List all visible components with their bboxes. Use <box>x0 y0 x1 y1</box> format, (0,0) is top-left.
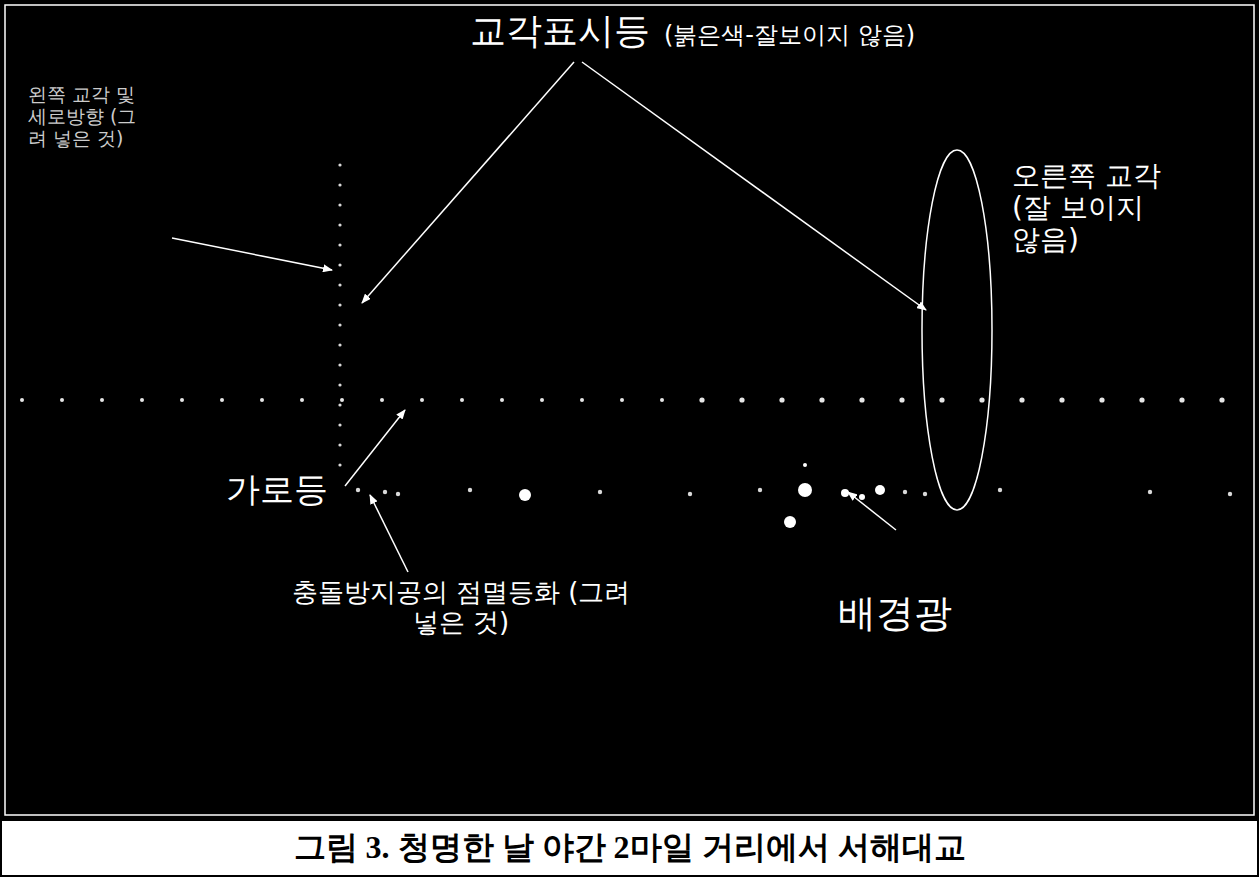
light-dot <box>784 516 796 528</box>
leader-line <box>848 492 896 530</box>
light-dot <box>338 423 341 426</box>
light-dot <box>779 397 784 402</box>
light-dot <box>338 303 341 306</box>
light-dot <box>580 398 584 402</box>
light-dot <box>356 488 360 492</box>
right-pier-label: 오른쪽 교각 (잘 보이지 않음) <box>1012 160 1162 257</box>
light-dot <box>338 323 341 326</box>
light-dot <box>180 398 184 402</box>
light-dot <box>338 343 341 346</box>
light-dot <box>260 398 264 402</box>
light-dot <box>1139 397 1144 402</box>
leader-line <box>370 495 408 572</box>
light-dot <box>939 397 944 402</box>
light-dot <box>841 489 849 497</box>
light-dot <box>338 443 341 446</box>
light-dot <box>1059 397 1064 402</box>
light-dot <box>660 398 664 402</box>
light-dot <box>20 398 24 402</box>
leader-lines <box>172 62 926 572</box>
light-dot <box>338 203 341 206</box>
light-dot <box>340 398 344 402</box>
light-dot <box>338 183 341 186</box>
light-dot <box>338 283 341 286</box>
pier-light-label: 교각표시등 <box>470 10 650 51</box>
leader-line <box>172 238 332 270</box>
caption-divider <box>0 819 1259 821</box>
light-dot <box>859 494 865 500</box>
leader-line <box>345 410 405 486</box>
light-dot <box>699 397 704 402</box>
light-dot <box>1228 492 1232 496</box>
pier-note: 왼쪽 교각 및 세로방향 (그려 넣은 것) <box>28 84 148 150</box>
background-light-label: 배경광 <box>838 592 952 636</box>
collision-light-label: 충돌방지공의 점멸등화 (그려 넣은 것) <box>286 578 636 638</box>
light-dot <box>803 463 807 467</box>
light-dot <box>1019 397 1024 402</box>
light-dot <box>859 397 864 402</box>
light-dot <box>383 490 387 494</box>
light-dot <box>1219 397 1224 402</box>
leader-line <box>362 62 574 303</box>
light-dot <box>899 397 904 402</box>
light-dot <box>468 488 472 492</box>
light-dot <box>380 398 384 402</box>
light-dot <box>140 398 144 402</box>
light-dot <box>220 398 224 402</box>
light-dot <box>798 483 812 497</box>
light-dot <box>1179 397 1184 402</box>
light-dot <box>739 397 744 402</box>
inner-frame <box>5 5 1254 815</box>
light-dot <box>338 403 341 406</box>
light-dot <box>420 398 424 402</box>
light-dot <box>979 397 984 402</box>
leader-line <box>582 62 926 310</box>
night-background <box>0 0 1259 820</box>
light-dot <box>903 490 907 494</box>
light-dot <box>338 383 341 386</box>
light-dot <box>460 398 464 402</box>
light-dot <box>338 243 341 246</box>
light-dot <box>998 488 1002 492</box>
light-dot <box>923 492 927 496</box>
light-dot <box>338 223 341 226</box>
light-dot <box>300 398 304 402</box>
light-dot <box>338 363 341 366</box>
light-dot <box>1148 490 1152 494</box>
light-dot <box>875 485 885 495</box>
light-dot <box>338 163 341 166</box>
light-dot <box>620 398 624 402</box>
light-dot <box>540 398 544 402</box>
light-dot <box>819 397 824 402</box>
light-dot <box>598 490 602 494</box>
light-dot <box>688 492 692 496</box>
right-pier-ellipse <box>922 150 992 510</box>
light-dot <box>60 398 64 402</box>
light-dot <box>758 488 762 492</box>
light-dot <box>500 398 504 402</box>
light-dot <box>1099 397 1104 402</box>
light-dot <box>338 263 341 266</box>
light-dot <box>100 398 104 402</box>
light-dot <box>519 489 531 501</box>
streetlight-label: 가로등 <box>226 470 328 509</box>
light-dot <box>338 463 341 466</box>
pier-light-note: (붉은색-잘보이지 않음) <box>664 22 915 50</box>
light-dot <box>396 492 400 496</box>
figure-caption: 그림 3. 청명한 날 야간 2마일 거리에서 서해대교 <box>0 826 1259 870</box>
